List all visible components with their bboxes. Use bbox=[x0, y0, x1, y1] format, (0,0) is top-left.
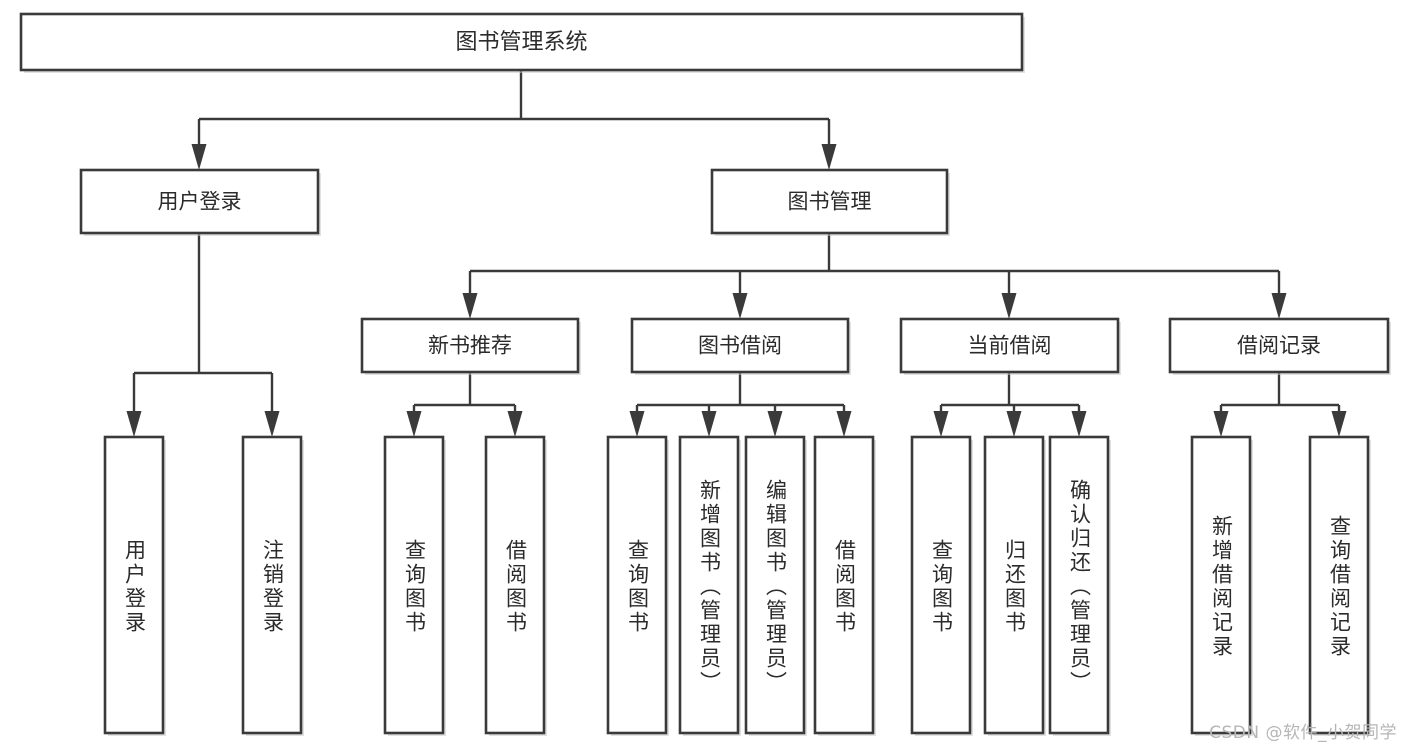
connector-login-bus bbox=[126, 233, 280, 437]
arrow-head-icon bbox=[701, 411, 717, 437]
arrow-head-icon bbox=[821, 144, 837, 170]
node-box-leaf-query-book-3[interactable] bbox=[910, 435, 972, 735]
arrow-head-icon bbox=[406, 411, 422, 437]
arrow-head-icon bbox=[1001, 293, 1017, 319]
node-box-leaf-query-book-2[interactable] bbox=[606, 435, 668, 735]
node-box-leaf-user-login[interactable] bbox=[103, 435, 165, 735]
node-label-bookmgmt: 图书管理 bbox=[788, 190, 872, 214]
connector-newbook-bus bbox=[406, 372, 523, 437]
node-box-layer bbox=[19, 12, 1391, 736]
arrow-head-icon bbox=[933, 411, 949, 437]
node-box-leaf-borrow-book-2[interactable] bbox=[813, 435, 875, 735]
watermark-text: CSDN @软件_小贺同学 bbox=[1209, 723, 1397, 743]
arrow-head-icon bbox=[732, 293, 748, 319]
connector-mgmt-bus bbox=[462, 233, 1287, 319]
arrow-head-icon bbox=[767, 411, 783, 437]
connector-records-bus bbox=[1213, 372, 1347, 437]
node-box-root[interactable] bbox=[19, 12, 1024, 72]
arrow-head-icon bbox=[126, 411, 142, 437]
node-box-leaf-add-book[interactable] bbox=[678, 435, 740, 735]
node-label-current: 当前借阅 bbox=[968, 334, 1052, 358]
node-box-leaf-query-book-1[interactable] bbox=[383, 435, 445, 735]
arrow-head-icon bbox=[1271, 293, 1287, 319]
node-box-bookmgmt[interactable] bbox=[710, 168, 949, 235]
arrow-head-icon bbox=[1331, 411, 1347, 437]
connector-root-bus bbox=[191, 70, 837, 170]
arrow-head-icon bbox=[1006, 411, 1022, 437]
arrow-head-icon bbox=[629, 411, 645, 437]
arrow-head-icon bbox=[507, 411, 523, 437]
arrow-head-icon bbox=[836, 411, 852, 437]
connector-borrow-bus bbox=[629, 372, 852, 437]
node-box-leaf-borrow-book-1[interactable] bbox=[484, 435, 546, 735]
node-box-current[interactable] bbox=[899, 317, 1120, 374]
arrow-head-icon bbox=[1213, 411, 1229, 437]
node-box-login[interactable] bbox=[79, 168, 320, 235]
node-label-records: 借阅记录 bbox=[1237, 334, 1321, 358]
node-box-borrow[interactable] bbox=[630, 317, 850, 374]
connector-layer bbox=[126, 70, 1347, 437]
arrow-head-icon bbox=[1071, 411, 1087, 437]
node-box-leaf-return-book[interactable] bbox=[983, 435, 1045, 735]
connector-current-bus bbox=[933, 372, 1087, 437]
node-label-root: 图书管理系统 bbox=[455, 30, 587, 55]
node-label-borrow: 图书借阅 bbox=[698, 334, 782, 358]
node-box-leaf-add-record[interactable] bbox=[1190, 435, 1252, 735]
node-box-newbook[interactable] bbox=[360, 317, 580, 374]
node-box-leaf-edit-book[interactable] bbox=[744, 435, 806, 735]
node-box-records[interactable] bbox=[1168, 317, 1390, 374]
arrow-head-icon bbox=[462, 293, 478, 319]
node-box-leaf-user-logout[interactable] bbox=[241, 435, 303, 735]
arrow-head-icon bbox=[191, 144, 207, 170]
node-label-login: 用户登录 bbox=[158, 190, 242, 214]
node-label-newbook: 新书推荐 bbox=[428, 334, 512, 358]
arrow-head-icon bbox=[264, 411, 280, 437]
node-box-leaf-confirm-return[interactable] bbox=[1048, 435, 1110, 735]
node-box-leaf-query-record[interactable] bbox=[1308, 435, 1370, 735]
